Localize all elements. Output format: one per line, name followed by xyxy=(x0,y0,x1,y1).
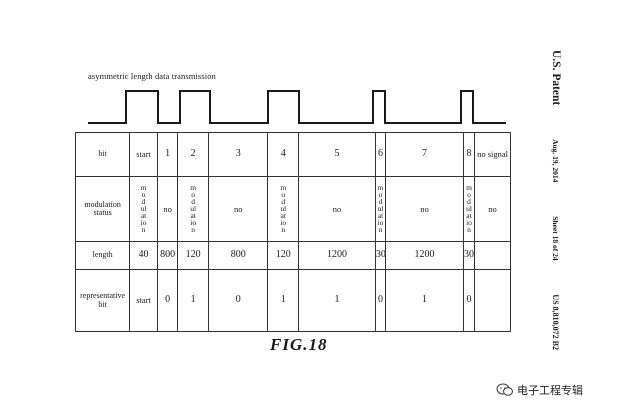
table-row-modulation: modulation status modulation no modulati… xyxy=(74,176,511,242)
patent-sheet: Sheet 18 of 24 xyxy=(551,216,561,261)
cell-length xyxy=(474,241,511,270)
cell-length: 40 xyxy=(129,241,158,270)
cell-modulation: modulation xyxy=(267,176,300,242)
cell-length: 1200 xyxy=(385,241,464,270)
cell-modulation: no xyxy=(156,176,179,242)
watermark-text: 电子工程专辑 xyxy=(517,384,583,397)
cell-bit: 7 xyxy=(385,132,464,177)
patent-date: Aug. 19, 2014 xyxy=(551,139,561,183)
cell-rep: start xyxy=(129,269,158,332)
cell-length: 30 xyxy=(374,241,387,270)
cell-length: 800 xyxy=(208,241,269,270)
cell-bit: 1 xyxy=(156,132,179,177)
patent-number: US 8,810,072 B2 xyxy=(551,294,561,350)
table-row-bit: bit start 1 2 3 4 5 6 7 8 no signal xyxy=(74,132,511,177)
cell-bit: 6 xyxy=(374,132,387,177)
cell-rep xyxy=(474,269,511,332)
patent-title: U.S. Patent xyxy=(550,50,562,106)
cell-modulation: no xyxy=(385,176,464,242)
cell-length: 120 xyxy=(177,241,210,270)
cell-bit: 5 xyxy=(298,132,376,177)
cell-modulation: modulation xyxy=(177,176,210,242)
cell-rep: 1 xyxy=(177,269,210,332)
cell-bit: 4 xyxy=(267,132,300,177)
cell-length: 1200 xyxy=(298,241,376,270)
figure-label: FIG.18 xyxy=(270,335,328,354)
cell-modulation: modulation xyxy=(129,176,158,242)
cell-length: 800 xyxy=(156,241,179,270)
watermark: 电子工程专辑 xyxy=(496,382,583,398)
cell-bit: 8 xyxy=(462,132,476,177)
waveform-signal xyxy=(88,90,506,124)
waveform-caption: asymmetric length data transmission xyxy=(88,71,216,81)
table-row-length: length 40 800 120 800 120 1200 30 1200 3… xyxy=(74,241,511,270)
cell-modulation: modulation xyxy=(374,176,387,242)
cell-bit: 2 xyxy=(177,132,210,177)
row-header-modulation: modulation status xyxy=(74,176,131,242)
cell-rep: 1 xyxy=(298,269,376,332)
row-header-bit: bit xyxy=(74,132,131,177)
cell-length: 120 xyxy=(267,241,300,270)
cell-rep: 1 xyxy=(267,269,300,332)
cell-modulation: no xyxy=(474,176,511,242)
cell-rep: 1 xyxy=(385,269,464,332)
cell-bit: start xyxy=(129,132,158,177)
cell-bit: 3 xyxy=(208,132,269,177)
wechat-icon xyxy=(496,383,514,396)
cell-rep: 0 xyxy=(462,269,476,332)
row-header-length: length xyxy=(74,241,131,270)
cell-rep: 0 xyxy=(208,269,269,332)
bit-table: bit start 1 2 3 4 5 6 7 8 no signal modu… xyxy=(74,132,511,332)
cell-length: 30 xyxy=(462,241,476,270)
cell-modulation: modulation xyxy=(462,176,476,242)
row-header-representative: representative bit xyxy=(74,269,131,332)
cell-modulation: no xyxy=(208,176,269,242)
cell-bit: no signal xyxy=(474,132,511,177)
cell-rep: 0 xyxy=(374,269,387,332)
patent-side-header: U.S. Patent Aug. 19, 2014 Sheet 18 of 24… xyxy=(549,50,563,350)
table-row-representative: representative bit start 0 1 0 1 1 0 1 0 xyxy=(74,269,511,332)
cell-rep: 0 xyxy=(156,269,179,332)
cell-modulation: no xyxy=(298,176,376,242)
